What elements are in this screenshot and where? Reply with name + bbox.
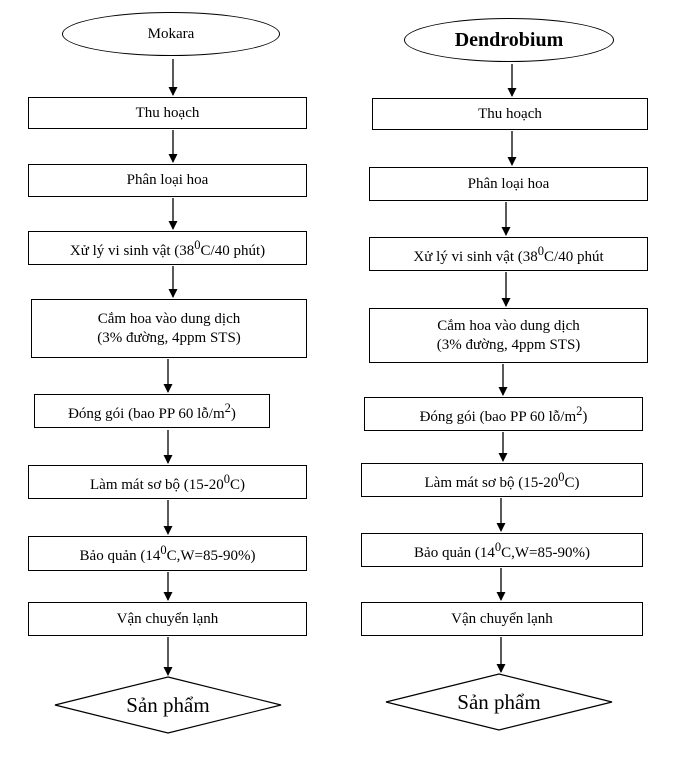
- step-label: Làm mát sơ bộ (15-200C): [90, 471, 245, 493]
- step-preservative-solution: Cắm hoa vào dung dịch (3% đường, 4ppm ST…: [31, 299, 307, 358]
- step-harvest: Thu hoạch: [372, 98, 648, 130]
- step-label: Làm mát sơ bộ (15-200C): [424, 469, 580, 491]
- step-label: Phân loại hoa: [467, 175, 550, 192]
- step-label-line2: (3% đường, 4ppm STS): [436, 336, 581, 353]
- step-label: Đóng gói (bao PP 60 lỗ/m2): [68, 400, 236, 422]
- step-pre-cooling: Làm mát sơ bộ (15-200C): [361, 463, 643, 497]
- step-label: Vận chuyển lạnh: [451, 610, 553, 627]
- step-microbial-treatment: Xử lý vi sinh vật (380C/40 phút: [369, 237, 648, 271]
- step-label: Phân loại hoa: [126, 172, 209, 188]
- step-preservative-solution: Cắm hoa vào dung dịch (3% đường, 4ppm ST…: [369, 308, 648, 363]
- step-microbial-treatment: Xử lý vi sinh vật (380C/40 phút): [28, 231, 307, 265]
- end-diamond-dendrobium: [385, 673, 613, 731]
- step-label: Bảo quản (140C,W=85-90%): [79, 543, 256, 564]
- step-label-line1: Cắm hoa vào dung dịch: [437, 317, 580, 334]
- step-label: Vận chuyển lạnh: [116, 610, 219, 627]
- step-sort-flowers: Phân loại hoa: [28, 164, 307, 197]
- start-label: Dendrobium: [454, 28, 564, 51]
- start-label: Mokara: [147, 25, 195, 42]
- step-storage: Bảo quản (140C,W=85-90%): [361, 533, 643, 567]
- step-label: Bảo quản (140C,W=85-90%): [414, 539, 590, 561]
- step-label: Xử lý vi sinh vật (380C/40 phút): [69, 237, 266, 259]
- step-label: Thu hoạch: [478, 105, 542, 122]
- step-packaging: Đóng gói (bao PP 60 lỗ/m2): [34, 394, 270, 428]
- step-label-line1: Cắm hoa vào dung dịch: [97, 310, 241, 327]
- step-label: Đóng gói (bao PP 60 lỗ/m2): [419, 403, 588, 425]
- step-storage: Bảo quản (140C,W=85-90%): [28, 536, 307, 571]
- end-label-mokara: Sản phẩm: [126, 692, 210, 717]
- step-packaging: Đóng gói (bao PP 60 lỗ/m2): [364, 397, 643, 431]
- step-label-line2: (3% đường, 4ppm STS): [97, 329, 241, 346]
- end-label-dendrobium: Sản phẩm: [457, 689, 541, 714]
- end-diamond-mokara: [54, 676, 282, 734]
- step-cold-transport: Vận chuyển lạnh: [361, 602, 643, 636]
- step-sort-flowers: Phân loại hoa: [369, 167, 648, 201]
- step-label: Thu hoạch: [135, 104, 200, 121]
- step-cold-transport: Vận chuyển lạnh: [28, 602, 307, 636]
- start-ellipse-mokara: Mokara: [62, 12, 280, 56]
- start-ellipse-dendrobium: Dendrobium: [404, 18, 614, 62]
- step-pre-cooling: Làm mát sơ bộ (15-200C): [28, 465, 307, 499]
- step-label: Xử lý vi sinh vật (380C/40 phút: [413, 243, 604, 265]
- step-harvest: Thu hoạch: [28, 97, 307, 129]
